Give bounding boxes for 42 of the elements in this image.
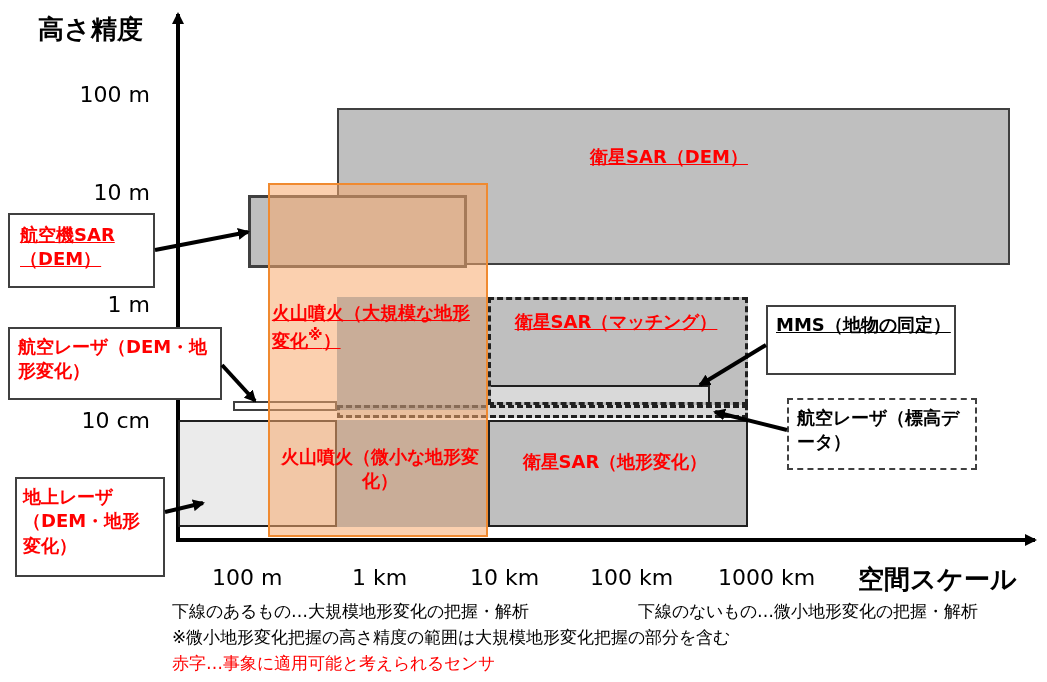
sensor-range-box xyxy=(488,297,748,405)
box-label: MMS（地物の同定） xyxy=(776,313,952,337)
box-label: 火山噴火（微小な地形変化） xyxy=(280,445,480,494)
arrow xyxy=(154,228,250,252)
arrow xyxy=(220,363,257,403)
callout-box xyxy=(787,398,977,470)
note-text: 下線のあるもの…大規模地形変化の把握・解析 xyxy=(172,600,529,623)
tick-label: 100 km xyxy=(590,565,674,590)
tick-label: 10 km xyxy=(470,565,540,590)
box-label: 航空レーザ（標高データ） xyxy=(797,406,961,455)
note-text: ※微小地形変化把握の高さ精度の範囲は大規模地形変化把握の部分を含む xyxy=(172,626,731,649)
arrow xyxy=(713,408,788,432)
tick-label: 100 m xyxy=(78,82,150,107)
box-label: 火山噴火（大規模な地形変化$^{※}$） xyxy=(272,301,471,354)
box-label: 衛星SAR（マッチング） xyxy=(513,310,719,334)
arrow xyxy=(164,499,205,514)
box-label: 衛星SAR（地形変化） xyxy=(521,450,709,474)
tick-label: 1000 km xyxy=(718,565,816,590)
box-label: 航空機SAR（DEM） xyxy=(20,223,116,272)
range-bar xyxy=(233,401,337,411)
tick-label: 1 m xyxy=(106,292,150,317)
tick-label: 100 m xyxy=(212,565,283,590)
axis-title: 高さ精度 xyxy=(38,13,143,46)
box-label: 航空レーザ（DEM・地形変化） xyxy=(18,335,209,384)
callout-box xyxy=(8,213,155,288)
sensor-range-box xyxy=(337,108,1010,265)
box-label: 地上レーザ（DEM・地形変化） xyxy=(23,485,142,558)
note-text: 赤字…事象に適用可能と考えられるセンサ xyxy=(172,652,495,675)
callout-box xyxy=(8,327,222,400)
arrow xyxy=(698,343,768,387)
box-label: 衛星SAR（DEM） xyxy=(589,145,749,169)
tick-label: 10 m xyxy=(92,180,150,205)
tick-label: 10 cm xyxy=(80,408,150,433)
sensor-range-box xyxy=(248,195,467,268)
callout-box xyxy=(766,305,956,375)
callout-box xyxy=(15,477,165,577)
range-bar xyxy=(491,385,710,402)
axis-title: 空間スケール xyxy=(858,563,1017,596)
range-bar xyxy=(337,405,748,418)
sensor-range-box xyxy=(488,420,748,527)
tick-label: 1 km xyxy=(352,565,408,590)
note-text: 下線のないもの…微小地形変化の把握・解析 xyxy=(638,600,978,623)
